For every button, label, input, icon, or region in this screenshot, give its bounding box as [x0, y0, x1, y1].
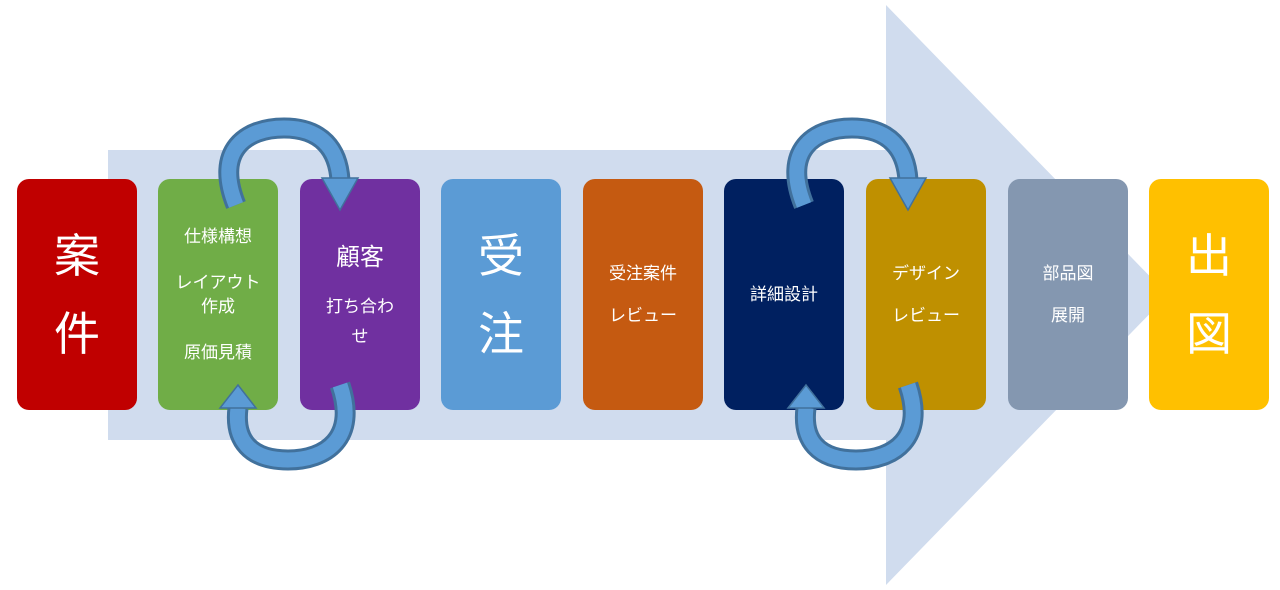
step-shutsuzu: 出 図	[1149, 179, 1269, 410]
step-design-line-2: レビュー	[892, 305, 960, 326]
step-shiyou-line-1: 仕様構想	[184, 226, 252, 247]
step-shiyou-line-4: 原価見積	[184, 342, 252, 363]
step-buhin-line-2: 展開	[1051, 305, 1085, 326]
step-design-review: デザイン レビュー	[866, 179, 986, 410]
step-kokyaku: 顧客 打ち合わ せ	[300, 179, 420, 410]
step-anken-line-2: 件	[54, 306, 100, 361]
step-shiyou-line-2: レイアウト	[175, 272, 261, 293]
step-kokyaku-line-3: せ	[351, 326, 369, 347]
step-anken-line-1: 案	[54, 228, 100, 283]
step-shousai-sekkei: 詳細設計	[724, 179, 844, 410]
step-shutsu-line-2: 図	[1186, 306, 1232, 361]
step-buhinzu-tenkai: 部品図 展開	[1008, 179, 1128, 410]
step-kokyaku-line-1: 顧客	[336, 242, 384, 271]
step-juchu-text: 受 注	[478, 225, 524, 365]
step-review1-line-1: 受注案件	[609, 263, 677, 284]
step-anken: 案 件	[17, 179, 137, 410]
step-shiyou-kousou: 仕様構想 レイアウト 作成 原価見積	[158, 179, 278, 410]
step-shutsu-text: 出 図	[1186, 225, 1232, 365]
step-design-line-1: デザイン	[892, 263, 960, 284]
step-juchu-line-1: 受	[478, 228, 524, 283]
step-shutsu-line-1: 出	[1186, 228, 1232, 283]
step-juchu-line-2: 注	[478, 306, 524, 361]
step-juchu: 受 注	[441, 179, 561, 410]
step-buhin-line-1: 部品図	[1042, 263, 1094, 284]
step-shosai-line-1: 詳細設計	[750, 284, 818, 305]
step-shiyou-line-3: 作成	[201, 296, 235, 317]
step-review1-line-2: レビュー	[609, 305, 677, 326]
step-anken-text: 案 件	[54, 225, 100, 365]
step-kokyaku-line-2: 打ち合わ	[326, 296, 394, 317]
step-juchu-review: 受注案件 レビュー	[583, 179, 703, 410]
